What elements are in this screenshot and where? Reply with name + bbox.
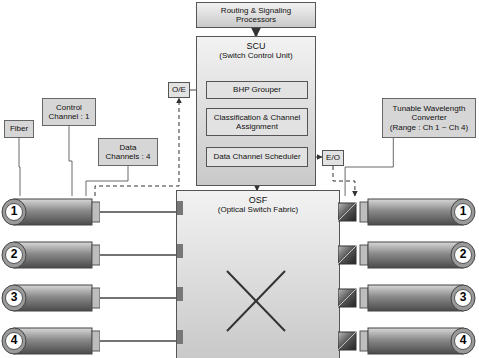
connector [100, 340, 176, 342]
fiber-cylinder [338, 325, 479, 357]
fiber: 4 [0, 325, 100, 357]
connector [19, 138, 20, 196]
callout-box: Data Channels : 4 [98, 138, 158, 166]
node-label: (Range : Ch 1 ~ Ch 4) [390, 123, 468, 132]
process-box: OSF(Optical Switch Fabric) [176, 190, 340, 358]
fiber-number: 4 [460, 334, 467, 348]
connector [255, 28, 258, 36]
fiber: 4 [338, 325, 479, 357]
fiber: 3 [0, 282, 100, 314]
connector [100, 211, 176, 213]
node-label: Classification & Channel Assignment [211, 113, 303, 131]
fiber: 3 [338, 282, 479, 314]
node-label: E/O [326, 153, 340, 162]
node-label: OSF [249, 195, 268, 205]
node-label: (Switch Control Unit) [219, 51, 292, 60]
node-label: Data Channel Scheduler [213, 152, 300, 161]
process-box: BHP Grouper [206, 81, 308, 99]
fiber: 2 [338, 239, 479, 271]
node-label: O/E [172, 85, 186, 94]
process-box: Routing & Signaling Processors [196, 2, 316, 28]
node-label: SCU [246, 41, 265, 51]
node-label: Fiber [10, 124, 28, 133]
fiber: 1 [0, 196, 100, 228]
connector [100, 254, 176, 256]
fiber-number: 4 [11, 334, 18, 348]
node-label: Routing & Signaling Processors [201, 6, 311, 24]
callout-box: Fiber [4, 120, 34, 138]
process-box: Classification & Channel Assignment [206, 108, 308, 136]
fiber-cylinder [338, 282, 479, 314]
fiber-number: 1 [11, 205, 18, 219]
fiber-number: 1 [460, 205, 467, 219]
node-label: BHP Grouper [233, 85, 281, 94]
connector [86, 166, 128, 196]
connector [100, 297, 176, 299]
callout-box: Control Channel : 1 [42, 98, 96, 126]
fiber-cylinder [338, 196, 479, 228]
process-box: SCU(Switch Control Unit) BHP GrouperClass… [196, 36, 316, 186]
fiber-number: 3 [11, 291, 18, 305]
callout-box: Tunable Wavelength Converter(Range : Ch … [382, 98, 476, 138]
connector [345, 138, 393, 196]
node-label: Data Channels : 4 [102, 143, 154, 161]
node-label: Control Channel : 1 [46, 103, 92, 121]
process-box: O/E [168, 82, 190, 98]
fiber: 2 [0, 239, 100, 271]
fiber-number: 2 [11, 248, 18, 262]
process-box: E/O [322, 150, 344, 166]
fiber-cylinder [338, 239, 479, 271]
node-label: Tunable Wavelength Converter [386, 104, 472, 122]
fiber-number: 2 [460, 248, 467, 262]
process-box: Data Channel Scheduler [206, 147, 308, 167]
fiber-number: 3 [460, 291, 467, 305]
switch-fabric-art [177, 191, 335, 356]
fiber: 1 [338, 196, 479, 228]
node-label: (Optical Switch Fabric) [218, 205, 298, 214]
connector [69, 126, 72, 196]
